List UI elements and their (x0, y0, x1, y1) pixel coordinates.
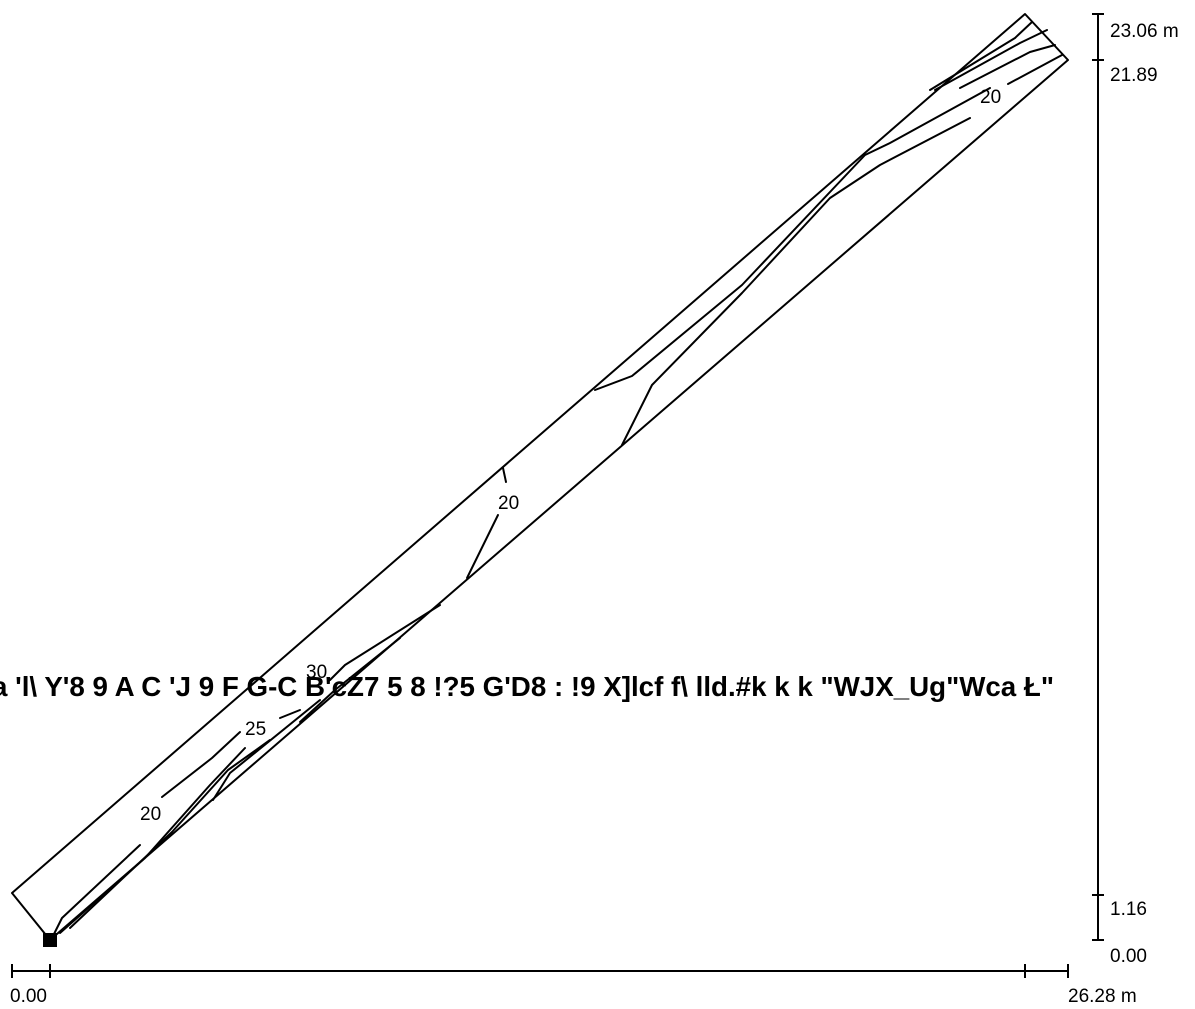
vertical-scale-lower-label: 1.16 (1110, 899, 1147, 920)
contour-label: 20 (140, 804, 161, 825)
contour-line (59, 747, 246, 934)
contour-line (279, 709, 301, 719)
contour-line (502, 467, 507, 483)
origin-marker (43, 933, 57, 947)
contour-line (161, 731, 241, 798)
contour-line (299, 637, 401, 723)
contour-label: 30 (306, 662, 327, 683)
vertical-scale-bottom-label: 0.00 (1110, 946, 1147, 967)
contour-line (1007, 54, 1063, 85)
contour-line (621, 117, 971, 446)
contour-label: 20 (498, 493, 519, 514)
contour-line (466, 514, 499, 579)
contour-line (212, 699, 321, 801)
vertical-scale-upper-label: 21.89 (1110, 65, 1158, 86)
contour-line (594, 87, 991, 391)
region-outline (11, 13, 1069, 941)
watermark-text: a 'l\ Y'8 9 A C 'J 9 F G-C B'cZ7 5 8 !?5… (0, 671, 1054, 702)
horizontal-scale-right-label: 26.28 m (1068, 986, 1137, 1007)
contour-line (959, 44, 1056, 89)
horizontal-scale-left-label: 0.00 (10, 986, 47, 1007)
contour-line (51, 844, 141, 939)
vertical-scale-top-label: 23.06 m (1110, 21, 1179, 42)
contour-line (329, 604, 441, 681)
contour-label: 20 (980, 87, 1001, 108)
contour-label: 25 (245, 719, 266, 740)
contour-line (934, 29, 1048, 91)
contour-line (69, 739, 271, 929)
contour-line (929, 21, 1033, 91)
